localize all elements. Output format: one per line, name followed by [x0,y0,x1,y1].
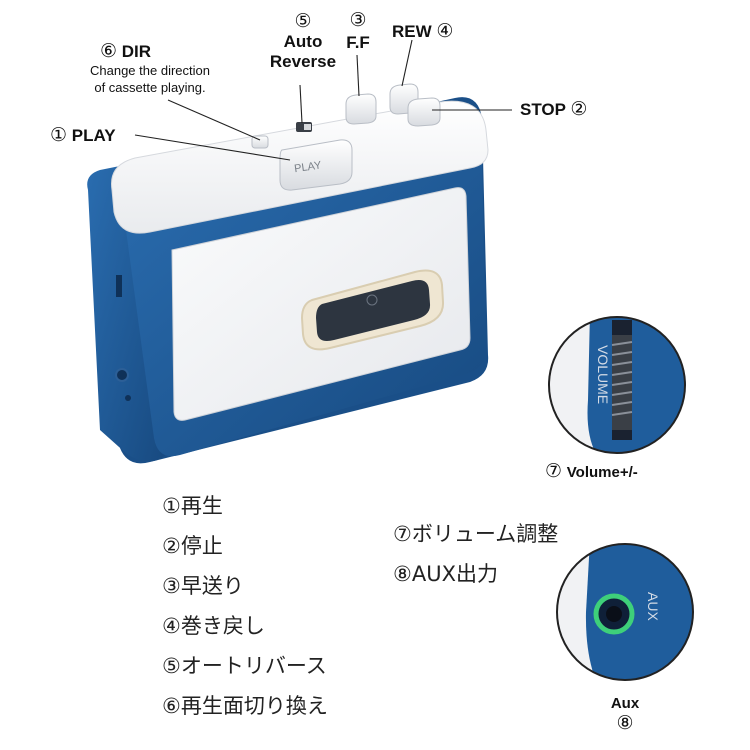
auto-reverse-switch [296,122,312,132]
aux-zoom-circle: AUX [556,543,694,681]
aux-callout: Aux ⑧ [610,695,640,734]
play-callout: ① PLAY [50,125,116,146]
auto-reverse-callout: ⑤ Auto Reverse [269,11,337,72]
list-item: ④巻き戻し [162,614,265,638]
leader-lines [134,39,512,161]
japanese-list-left: ①再生 ②停止 ③早送り ④巻き戻し ⑤オートリバース ⑥再生面切り換え [162,490,328,730]
play-key-text: PLAY [293,159,322,175]
list-item: ⑥再生面切り換え [162,694,328,718]
stop-callout: STOP ② [520,99,588,120]
list-item: ①再生 [162,494,223,518]
dir-button [251,135,269,149]
list-item: ②停止 [162,534,223,558]
play-key: PLAY [279,139,353,191]
japanese-list-right: ⑦ボリューム調整 ⑧AUX出力 [393,518,558,598]
ff-callout: ③ F.F [346,10,370,52]
dir-callout: ⑥ DIR [100,41,152,62]
stop-button [407,97,441,127]
volume-callout: ⑦ Volume+/- [545,461,638,482]
rew-callout: REW ④ [392,21,454,42]
list-item: ③早送り [162,574,244,598]
cassette-window [300,269,445,351]
volume-side-text: VOLUME [595,345,611,404]
side-slot [116,275,122,297]
list-item: ⑤オートリバース [162,654,327,678]
volume-wheel [611,335,633,430]
dir-description: Change the direction of cassette playing… [90,63,210,95]
aux-side-text: AUX [645,592,661,621]
list-item: ⑧AUX出力 [393,562,498,586]
list-item: ⑦ボリューム調整 [393,522,559,546]
side-led [125,395,131,401]
side-jack [115,368,129,382]
ff-button [345,93,377,125]
volume-zoom-circle: VOLUME [548,316,686,454]
